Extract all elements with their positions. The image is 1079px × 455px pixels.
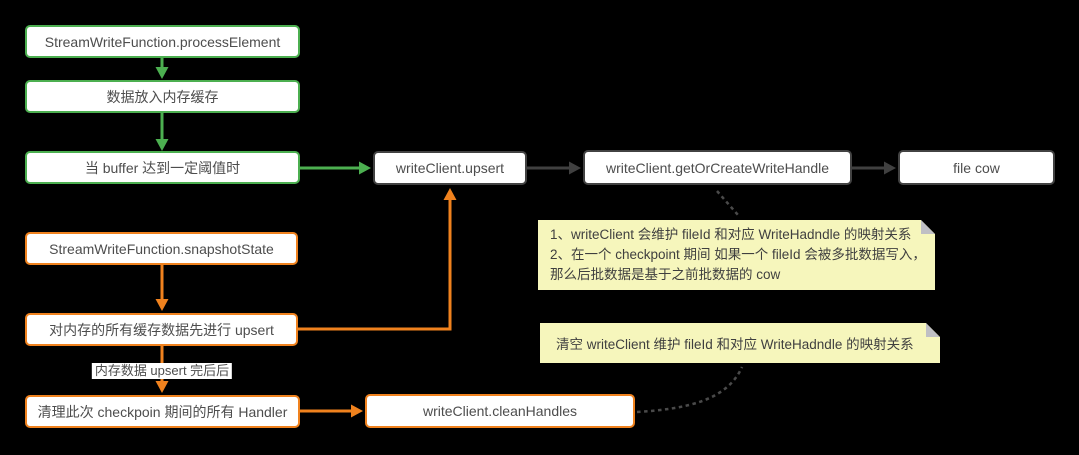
arrow-cleanhandlers-to-cleanhandles bbox=[300, 404, 363, 418]
arrow-upsert-to-gethandle bbox=[527, 161, 581, 175]
arrow-putbuffer-to-threshold bbox=[155, 113, 169, 151]
edge-label-after-memory-upsert: 内存数据 upsert 完后后 bbox=[91, 363, 233, 379]
arrow-upsertall-to-upsert bbox=[298, 188, 457, 331]
arrow-process-to-putbuffer bbox=[155, 58, 169, 79]
node-stream-write-function-snapshot-state: StreamWriteFunction.snapshotState bbox=[25, 232, 298, 265]
dotted-link-gethandle-to-note1 bbox=[716, 190, 739, 216]
sticky-note-handle-mapping: 1、writeClient 会维护 fileId 和对应 WriteHadndl… bbox=[538, 220, 935, 290]
node-clean-checkpoint-handlers: 清理此次 checkpoin 期间的所有 Handler bbox=[25, 395, 300, 428]
node-upsert-all-cached-data: 对内存的所有缓存数据先进行 upsert bbox=[25, 313, 298, 346]
node-label: 清理此次 checkpoin 期间的所有 Handler bbox=[37, 403, 288, 420]
note-line: 那么后批数据是基于之前批数据的 cow bbox=[550, 267, 781, 282]
arrow-threshold-to-upsert bbox=[300, 161, 371, 175]
node-file-cow: file cow bbox=[898, 150, 1055, 185]
node-write-client-clean-handles: writeClient.cleanHandles bbox=[365, 394, 635, 428]
note-line: 1、writeClient 会维护 fileId 和对应 WriteHadndl… bbox=[550, 227, 912, 242]
dotted-link-cleanhandles-to-note2 bbox=[636, 366, 744, 414]
node-write-client-upsert: writeClient.upsert bbox=[373, 151, 527, 185]
sticky-note-clear-mapping: 清空 writeClient 维护 fileId 和对应 WriteHadndl… bbox=[540, 323, 940, 363]
arrow-gethandle-to-filecow bbox=[852, 161, 896, 175]
node-stream-write-function-process-element: StreamWriteFunction.processElement bbox=[25, 25, 300, 58]
node-put-data-into-memory-buffer: 数据放入内存缓存 bbox=[25, 80, 300, 113]
node-label: StreamWriteFunction.processElement bbox=[44, 33, 281, 50]
node-label: file cow bbox=[953, 159, 1000, 176]
node-label: writeClient.cleanHandles bbox=[422, 403, 578, 419]
node-buffer-threshold: 当 buffer 达到一定阈值时 bbox=[25, 151, 300, 184]
node-get-or-create-write-handle: writeClient.getOrCreateWriteHandle bbox=[583, 150, 852, 185]
node-label: writeClient.upsert bbox=[395, 160, 505, 176]
arrow-snapshot-to-upsertall bbox=[155, 265, 169, 311]
node-label: 对内存的所有缓存数据先进行 upsert bbox=[49, 321, 274, 338]
note-line: 2、在一个 checkpoint 期间 如果一个 fileId 会被多批数据写入… bbox=[550, 247, 926, 262]
node-label: 当 buffer 达到一定阈值时 bbox=[84, 159, 241, 176]
note-line: 清空 writeClient 维护 fileId 和对应 WriteHadndl… bbox=[556, 337, 914, 352]
node-label: writeClient.getOrCreateWriteHandle bbox=[605, 159, 830, 176]
node-label: 数据放入内存缓存 bbox=[106, 88, 219, 105]
node-label: StreamWriteFunction.snapshotState bbox=[49, 240, 274, 257]
